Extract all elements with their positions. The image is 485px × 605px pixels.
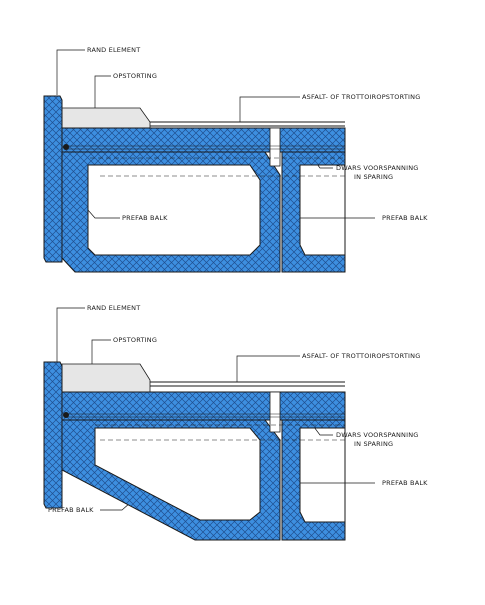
- label-opstorting-top: OPSTORTING: [113, 72, 157, 80]
- label-asfalt-top: ASFALT- OF TROTTOIROPSTORTING: [302, 93, 420, 101]
- rand-element-bottom: [43, 361, 63, 509]
- label-rand-element-bottom: RAND ELEMENT: [87, 304, 140, 312]
- label-asfalt-bottom: ASFALT- OF TROTTOIROPSTORTING: [302, 352, 420, 360]
- deck-slab-bottom: [61, 391, 346, 421]
- prefab-balk-right-top: [281, 151, 346, 273]
- label-prefab-balk-right-bottom: PREFAB BALK: [382, 479, 428, 487]
- label-dwars-line2-top: IN SPARING: [354, 173, 393, 181]
- prefab-balk-left-top: [61, 151, 281, 273]
- prefab-balk-right-bottom: [281, 419, 346, 541]
- label-dwars-line1-bottom: DWARS VOORSPANNING: [336, 431, 419, 439]
- top-section: RAND ELEMENT OPSTORTING ASFALT- OF TROTT…: [43, 46, 428, 273]
- anchor-bottom: [63, 412, 69, 418]
- label-rand-element-top: RAND ELEMENT: [87, 46, 140, 54]
- deck-slab-top: [61, 127, 346, 153]
- sparing-bottom: [269, 391, 281, 433]
- label-prefab-balk-right-top: PREFAB BALK: [382, 214, 428, 222]
- rand-element-top: [43, 95, 63, 263]
- leader-opstorting-top: [94, 75, 111, 108]
- label-prefab-balk-left-top: PREFAB BALK: [122, 214, 168, 222]
- label-dwars-line2-bottom: IN SPARING: [354, 440, 393, 448]
- label-dwars-line1-top: DWARS VOORSPANNING: [336, 164, 419, 172]
- leader-prefab-left-top: [87, 209, 120, 219]
- leader-prefab-left-bottom: [100, 502, 131, 511]
- label-prefab-balk-left-bottom: PREFAB BALK: [48, 506, 94, 514]
- bottom-section: RAND ELEMENT OPSTORTING ASFALT- OF TROTT…: [43, 304, 428, 541]
- leader-rand-element-bottom: [56, 307, 85, 362]
- leader-opstorting-bottom: [91, 339, 111, 375]
- label-opstorting-bottom: OPSTORTING: [113, 336, 157, 344]
- opstorting-top: [61, 107, 151, 129]
- prefab-balk-left-bottom: [61, 419, 281, 541]
- leader-asfalt-bottom: [236, 355, 300, 382]
- sparing-top: [269, 127, 281, 167]
- leader-asfalt-top: [239, 96, 300, 122]
- anchor-top: [63, 144, 69, 150]
- leader-rand-element-top: [56, 49, 85, 95]
- opstorting-bottom: [61, 363, 151, 393]
